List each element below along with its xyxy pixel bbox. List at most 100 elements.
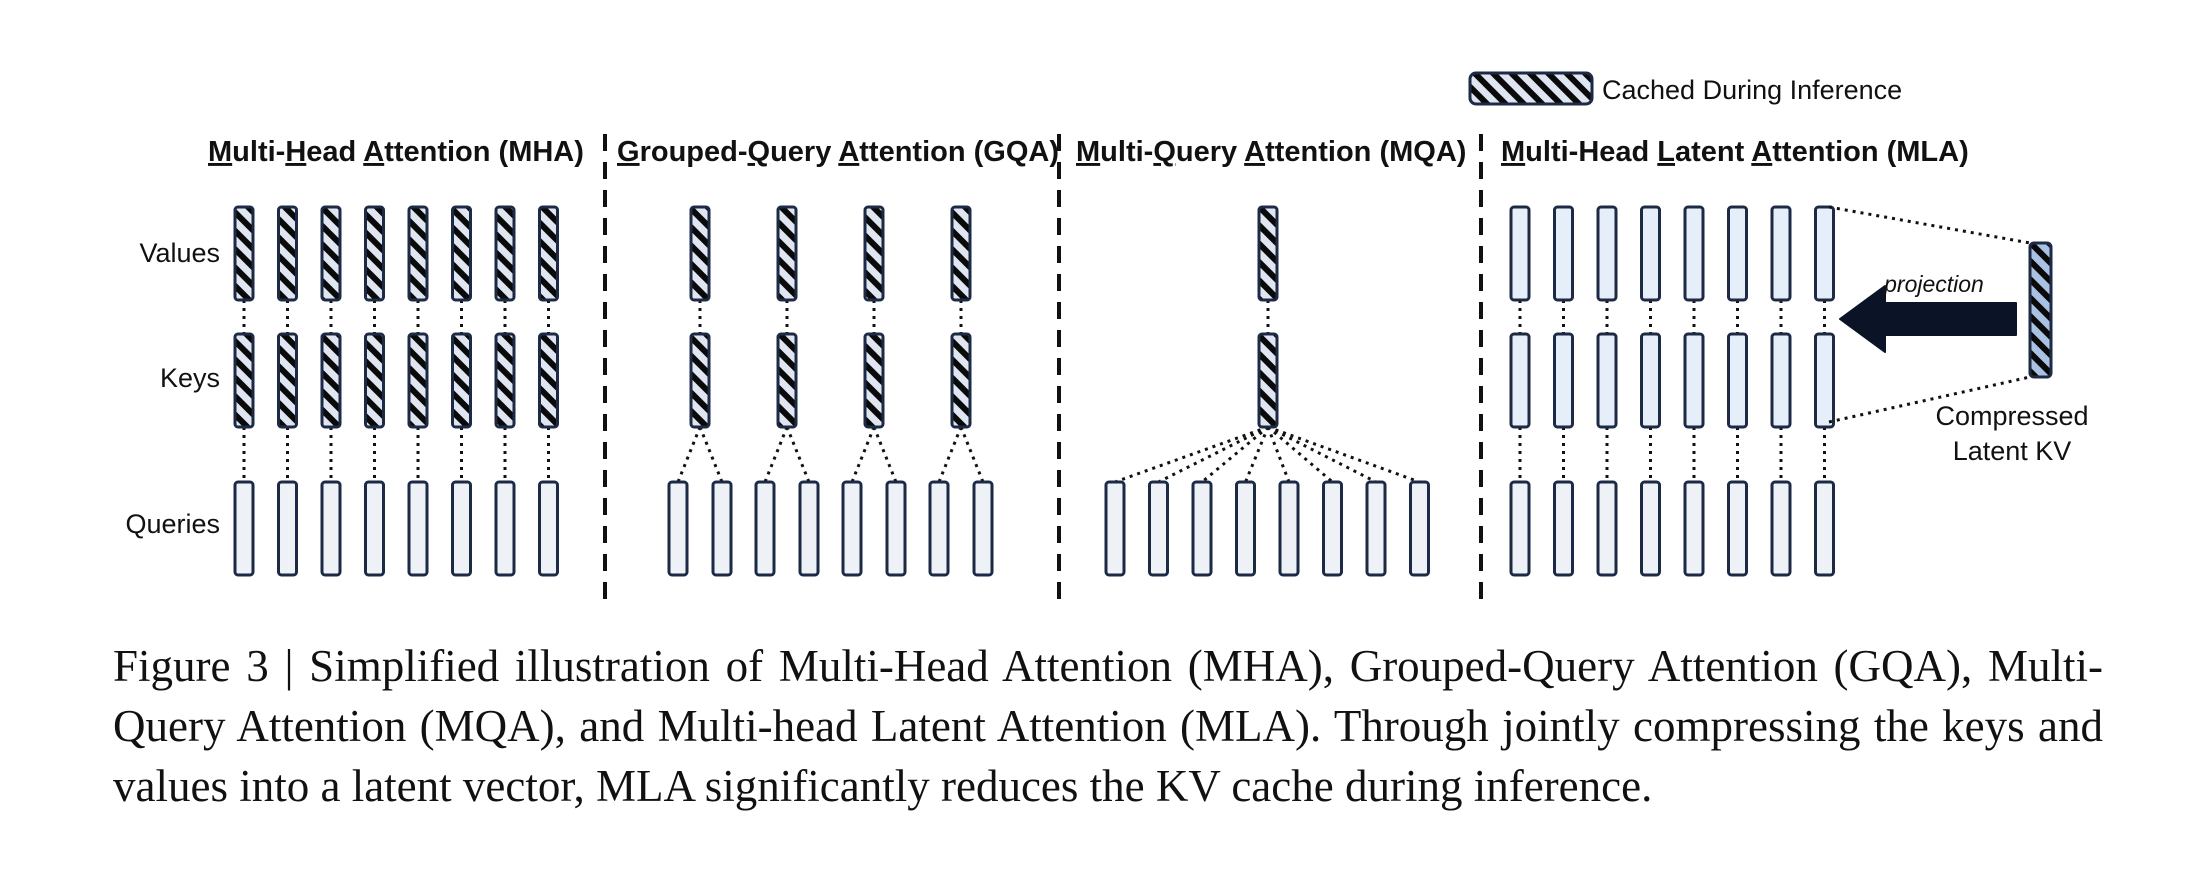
row-label-queries: Queries <box>125 509 220 539</box>
mha-value-head <box>277 205 298 302</box>
mqa-query-head <box>1235 480 1256 577</box>
mla-key-head <box>1727 332 1748 429</box>
gqa-key-head <box>950 332 972 429</box>
latent-dotted-top <box>1828 205 2031 245</box>
gqa-dotted-kq <box>850 426 876 483</box>
mla-query-head <box>1509 480 1531 577</box>
mqa-dotted-kq <box>1244 426 1270 483</box>
mha-value-head <box>407 205 429 302</box>
mqa-value-head <box>1257 205 1279 302</box>
mla-value-head <box>1814 205 1835 302</box>
mla-key-head <box>1683 332 1705 429</box>
gqa-query-head <box>667 480 689 577</box>
mqa-dotted-kq <box>1114 425 1269 484</box>
gqa-value-head <box>950 205 972 302</box>
mha-key-head <box>538 332 559 429</box>
latent-label-line1: Compressed <box>1935 401 2088 431</box>
latent-dotted-bottom <box>1828 375 2031 424</box>
mla-value-head <box>1596 205 1618 302</box>
mla-query-head <box>1770 480 1792 577</box>
mqa-query-head <box>1365 480 1387 577</box>
connectors <box>242 300 1826 484</box>
figure-caption: Figure 3 | Simplified illustration of Mu… <box>113 641 2103 811</box>
mha-query-head <box>451 480 472 577</box>
mha-value-head <box>494 205 516 302</box>
row-label-values: Values <box>139 238 220 268</box>
mqa-dotted-kq <box>1266 426 1291 483</box>
mqa-dotted-kq <box>1267 425 1334 484</box>
mla-key-head <box>1596 332 1618 429</box>
gqa-dotted-kq <box>937 426 963 483</box>
mqa-query-head <box>1104 480 1126 577</box>
mla-key-head <box>1509 332 1531 429</box>
mqa-query-head <box>1148 480 1169 577</box>
mla-query-head <box>1727 480 1748 577</box>
mha-query-head <box>494 480 516 577</box>
gqa-query-head <box>711 480 733 577</box>
mqa-dotted-kq <box>1267 425 1377 484</box>
panel-title-mqa: Multi-Query Attention (MQA) <box>1076 136 1466 168</box>
mha-query-head <box>277 480 298 577</box>
mha-key-head <box>277 332 298 429</box>
mla-key-head <box>1640 332 1661 429</box>
mha-query-head <box>364 480 385 577</box>
row-label-keys: Keys <box>160 363 220 393</box>
mla-query-head <box>1553 480 1574 577</box>
mha-value-head <box>320 205 342 302</box>
mla-value-head <box>1553 205 1574 302</box>
gqa-value-head <box>689 205 711 302</box>
gqa-dotted-kq <box>698 426 724 483</box>
mqa-dotted-kq <box>1157 425 1269 484</box>
gqa-dotted-kq <box>959 426 985 483</box>
mqa-query-head <box>1278 480 1300 577</box>
gqa-dotted-kq <box>785 426 811 483</box>
gqa-key-head <box>863 332 885 429</box>
mla-value-head <box>1683 205 1705 302</box>
mqa-query-head <box>1322 480 1343 577</box>
mha-key-head <box>364 332 385 429</box>
mqa-dotted-kq <box>1201 425 1269 484</box>
mla-value-head <box>1640 205 1661 302</box>
gqa-dotted-kq <box>676 426 702 483</box>
mha-key-head <box>494 332 516 429</box>
mha-query-head <box>407 480 429 577</box>
gqa-value-head <box>776 205 798 302</box>
mla-query-head <box>1683 480 1705 577</box>
gqa-key-head <box>776 332 798 429</box>
mha-value-head <box>364 205 385 302</box>
compressed-latent-kv <box>2028 241 2053 379</box>
attention-heads <box>233 205 1835 577</box>
gqa-dotted-kq <box>872 426 898 483</box>
gqa-query-head <box>798 480 820 577</box>
mha-query-head <box>233 480 255 577</box>
mla-key-head <box>1814 332 1835 429</box>
mha-query-head <box>320 480 342 577</box>
panel-title-mha: Multi-Head Attention (MHA) <box>208 136 584 168</box>
mha-key-head <box>451 332 472 429</box>
mha-value-head <box>451 205 472 302</box>
legend-label: Cached During Inference <box>1602 75 1902 105</box>
gqa-query-head <box>972 480 994 577</box>
panel-title-mla: Multi-Head Latent Attention (MLA) <box>1501 136 1969 168</box>
mha-key-head <box>407 332 429 429</box>
mha-key-head <box>233 332 255 429</box>
mha-value-head <box>233 205 255 302</box>
gqa-query-head <box>841 480 863 577</box>
gqa-dotted-kq <box>763 426 789 483</box>
gqa-value-head <box>863 205 885 302</box>
mqa-dotted-kq <box>1267 425 1421 484</box>
mla-key-head <box>1770 332 1792 429</box>
mha-value-head <box>538 205 559 302</box>
mla-query-head <box>1814 480 1835 577</box>
attention-diagram: Cached During Inference Multi-Head Atten… <box>125 71 2089 600</box>
projection-label: projection <box>1883 271 1984 297</box>
gqa-query-head <box>928 480 950 577</box>
projection-arrow <box>1839 285 2017 353</box>
mqa-key-head <box>1257 332 1279 429</box>
mha-key-head <box>320 332 342 429</box>
legend-swatch <box>1468 71 1594 106</box>
mla-key-head <box>1553 332 1574 429</box>
latent-label-line2: Latent KV <box>1953 436 2072 466</box>
mla-value-head <box>1770 205 1792 302</box>
gqa-query-head <box>885 480 907 577</box>
